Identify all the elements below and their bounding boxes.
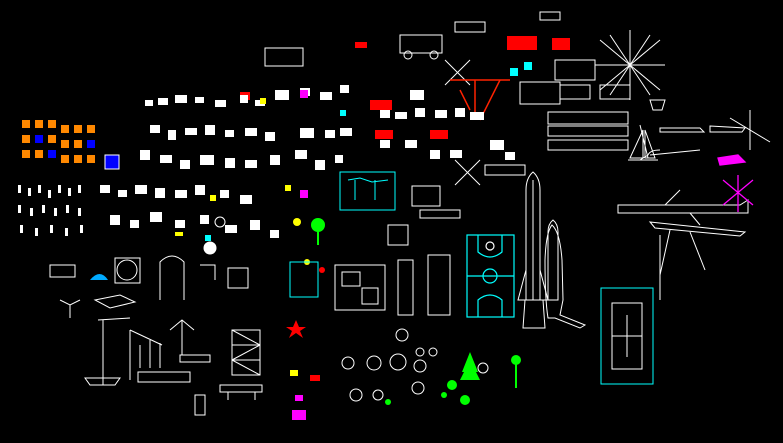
space-shuttle-vertical xyxy=(517,171,559,329)
construction-vehicles xyxy=(264,11,561,67)
trees xyxy=(341,328,489,402)
color-accents xyxy=(175,62,532,420)
scaffolding xyxy=(231,329,261,376)
red-star xyxy=(286,320,306,338)
space-shuttle-horizontal xyxy=(544,224,587,329)
building-plan xyxy=(334,185,451,316)
cranes xyxy=(84,317,263,416)
green-trees xyxy=(385,352,521,405)
sailboat xyxy=(628,129,658,161)
tennis-court xyxy=(600,287,654,385)
helicopter-magenta xyxy=(717,154,754,212)
palm-trees xyxy=(293,218,325,245)
aircraft xyxy=(617,99,771,300)
starburst-lines xyxy=(444,30,665,186)
cyan-plan xyxy=(289,171,396,298)
people-figures xyxy=(18,185,83,236)
basketball-court xyxy=(466,234,515,318)
misc-symbols xyxy=(49,216,325,318)
trains-and-buses xyxy=(419,59,631,219)
furniture-blocks xyxy=(100,85,515,238)
traffic-signs xyxy=(22,120,120,170)
